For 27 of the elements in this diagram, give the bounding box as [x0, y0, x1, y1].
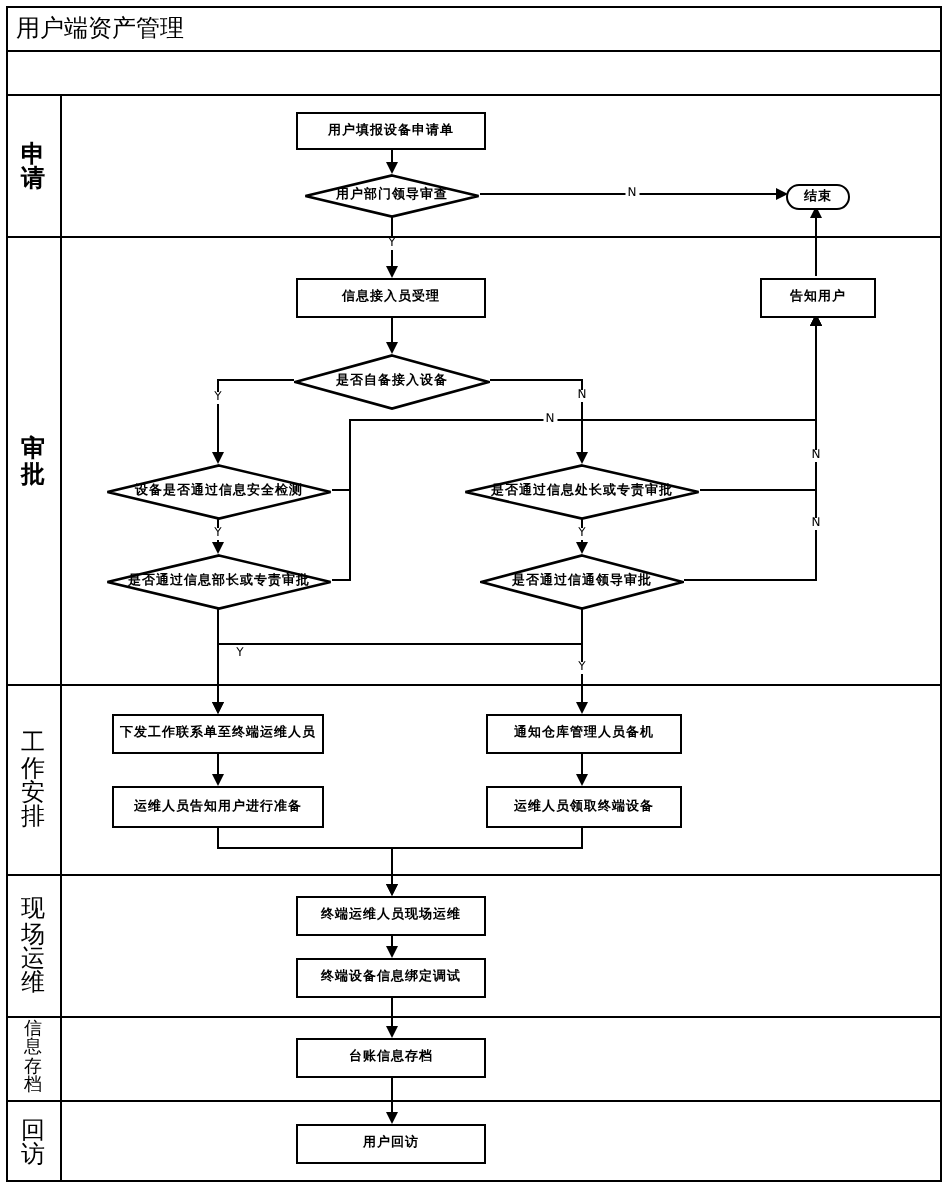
swimlane [6, 684, 942, 874]
lane-label: 申请 [6, 96, 62, 236]
arrow [386, 147, 398, 174]
swimlane [6, 1100, 942, 1182]
arrow [386, 315, 398, 354]
swimlane [6, 236, 942, 684]
arrow [479, 188, 788, 200]
arrow [489, 379, 588, 464]
lane-label: 工作安排 [6, 686, 62, 874]
arrow [386, 995, 398, 1038]
title: 用户端资产管理 [16, 12, 184, 44]
arrow [576, 607, 588, 714]
arrow [386, 215, 398, 278]
lane-label: 现场运维 [6, 876, 62, 1016]
arrow [212, 751, 224, 786]
arrow [212, 379, 295, 464]
arrow [683, 314, 822, 581]
lane-label: 回访 [6, 1102, 62, 1182]
lane-label: 信息存档 [6, 1018, 62, 1100]
arrow [386, 1075, 398, 1124]
lane-label: 审批 [6, 238, 62, 684]
arrow [576, 751, 588, 786]
swimlane [6, 1016, 942, 1100]
arrow [386, 933, 398, 958]
arrow [810, 206, 822, 277]
arrow [386, 825, 583, 896]
swimlane [6, 874, 942, 1016]
